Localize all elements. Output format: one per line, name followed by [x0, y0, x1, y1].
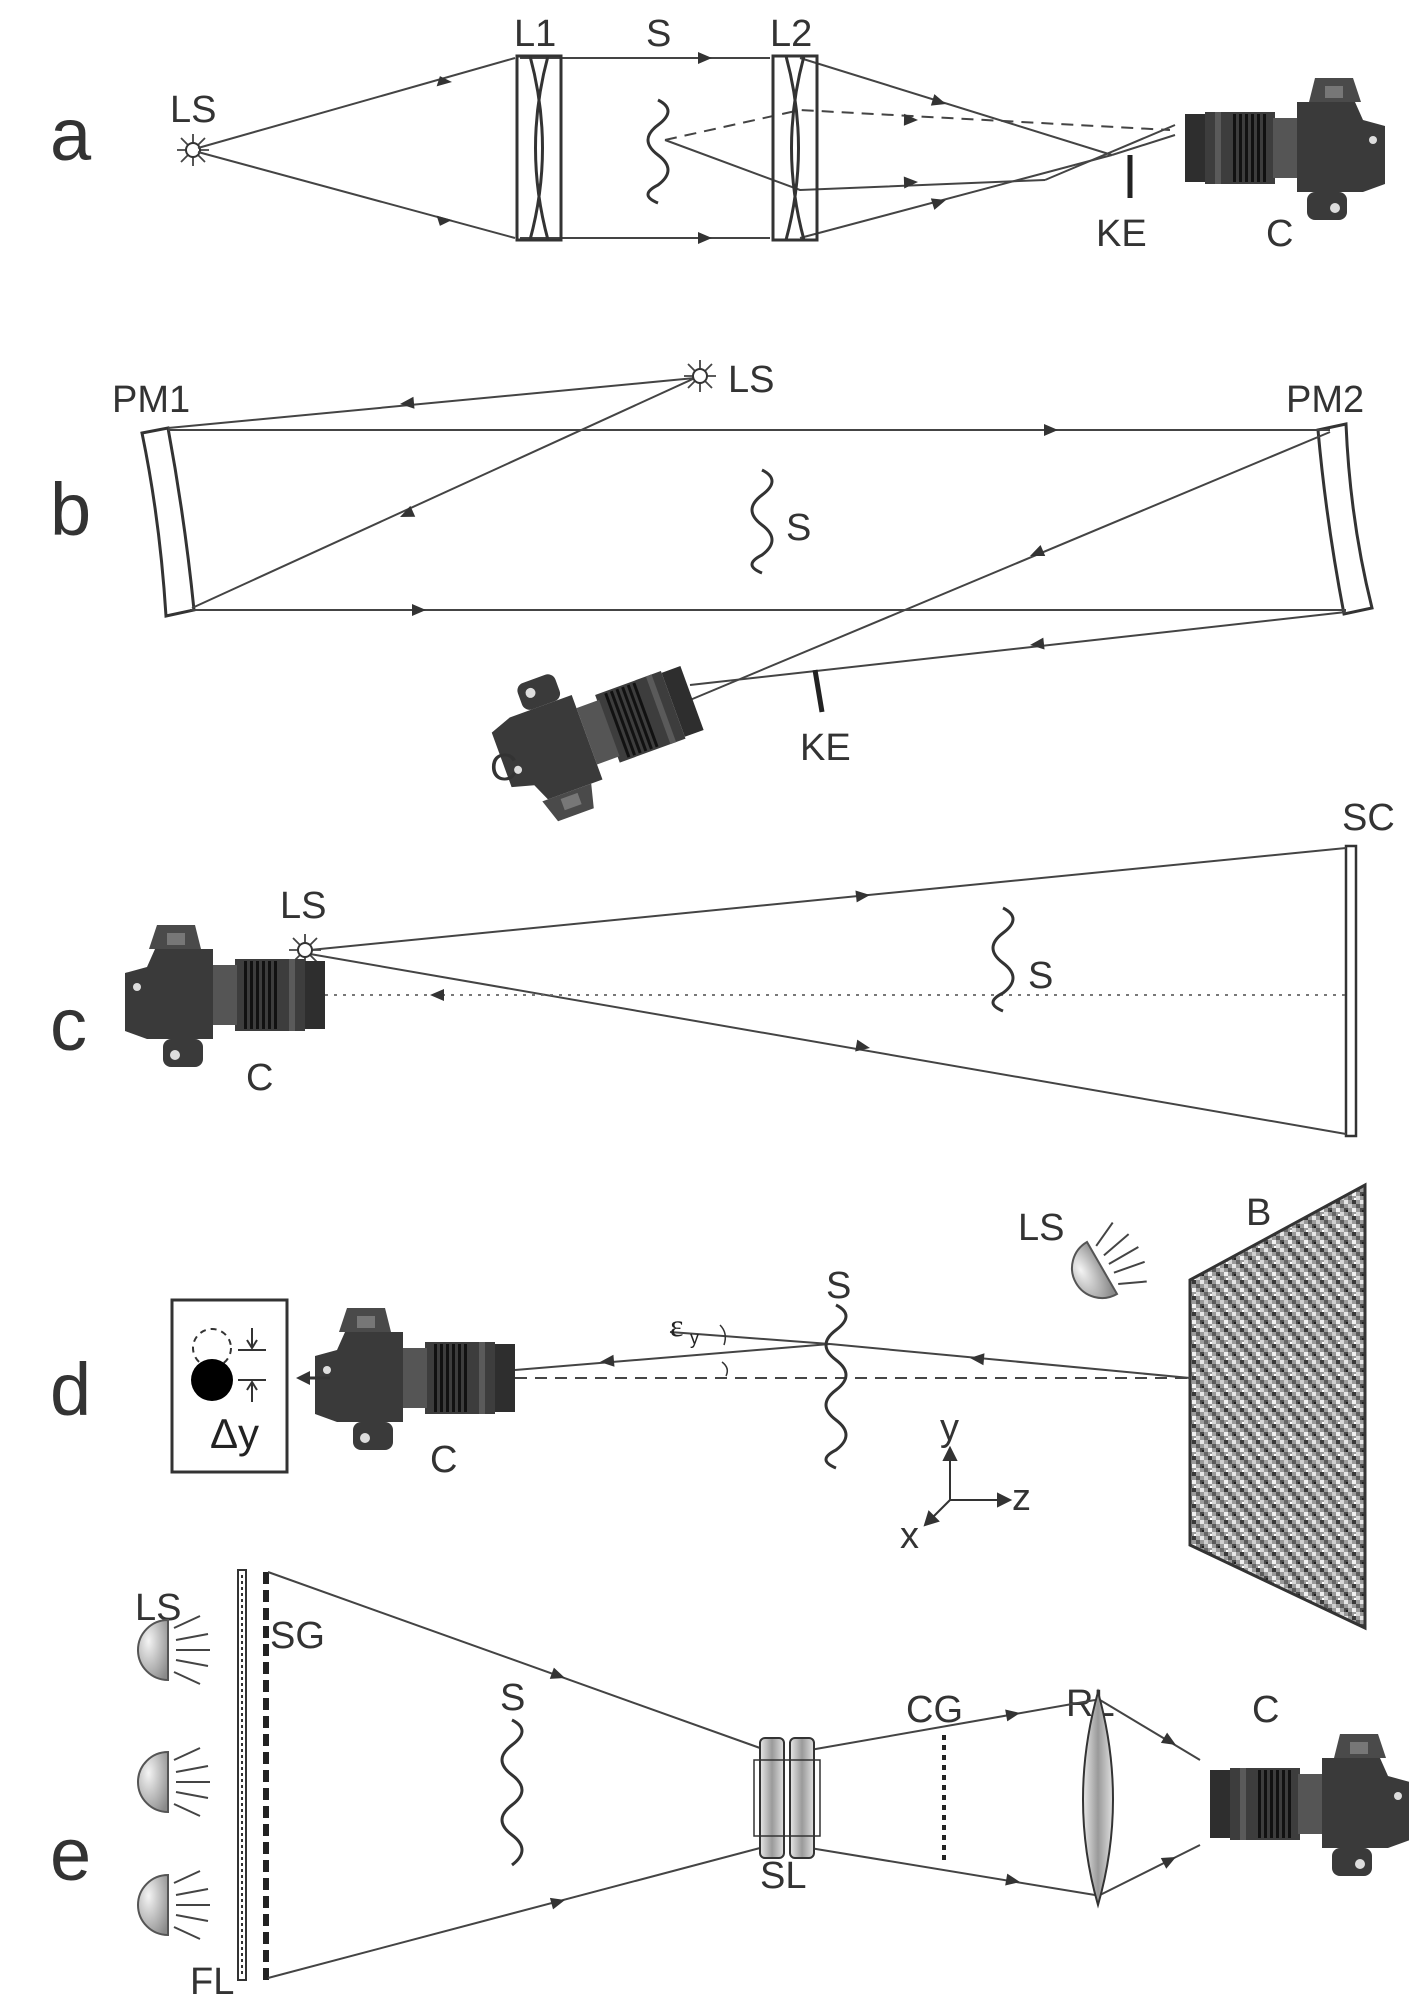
lens-icon — [753, 1737, 821, 1859]
label-l2: L2 — [770, 13, 812, 55]
panel-letter-d: d — [50, 1348, 91, 1431]
label-ke: KE — [1096, 213, 1147, 255]
wave-icon — [750, 468, 774, 575]
label-s: S — [646, 13, 671, 55]
label-epsilon-sub: y — [690, 1328, 699, 1348]
lens-icon — [771, 54, 819, 242]
mirror-pm1 — [140, 426, 196, 618]
label-s: S — [500, 1677, 525, 1719]
label-s: S — [786, 507, 811, 549]
label-epsilon: ε — [670, 1307, 683, 1343]
wave-icon — [991, 906, 1015, 1013]
wave-icon — [646, 98, 670, 205]
panel-e: e LS SG CG RL C SL FL — [50, 1569, 1409, 2003]
label-ls: LS — [1018, 1207, 1064, 1249]
label-sc: SC — [1342, 797, 1395, 839]
label-ls: LS — [728, 359, 774, 401]
lens-icon — [515, 54, 563, 242]
label-ke: KE — [800, 727, 851, 769]
label-l1: L1 — [514, 13, 556, 55]
label-ls: LS — [170, 89, 216, 131]
lens-icon — [1082, 1688, 1114, 1909]
knife-edge — [812, 669, 825, 713]
light-source-icon — [176, 133, 210, 167]
label-c: C — [490, 747, 517, 789]
panel-d: d B LS ε y S C — [50, 1182, 1367, 1631]
wave-icon — [500, 1718, 524, 1867]
label-c: C — [246, 1057, 273, 1099]
mirror-pm2 — [1316, 422, 1374, 616]
label-s: S — [1028, 955, 1053, 997]
screen-sc — [1344, 844, 1358, 1138]
label-sl: SL — [760, 1855, 806, 1897]
panel-b: b PM1 PM2 LS S KE — [50, 359, 1374, 833]
camera-icon — [125, 925, 325, 1067]
label-s: S — [826, 1265, 851, 1307]
label-delta-y: Δy — [210, 1410, 259, 1457]
label-ls: LS — [280, 885, 326, 927]
camera-icon — [1185, 78, 1385, 220]
axis-x-label: x — [900, 1515, 919, 1557]
camera-icon — [315, 1308, 515, 1450]
panel-letter-a: a — [50, 93, 92, 176]
panel-letter-c: c — [50, 983, 87, 1066]
background-pattern — [1188, 1182, 1367, 1631]
camera-icon — [479, 630, 716, 833]
panel-letter-b: b — [50, 468, 91, 551]
label-c: C — [1266, 213, 1293, 255]
lamp-icon — [1058, 1216, 1157, 1314]
label-c: C — [1252, 1689, 1279, 1731]
panel-a: a LS — [50, 13, 1385, 255]
label-sg: SG — [270, 1615, 325, 1657]
lamp-icon — [137, 1747, 211, 1817]
panel-letter-e: e — [50, 1813, 91, 1896]
panel-c: c SC LS S C — [50, 797, 1395, 1138]
camera-icon — [1210, 1734, 1409, 1876]
label-c: C — [430, 1439, 457, 1481]
label-b: B — [1246, 1192, 1271, 1234]
displaced-dot — [191, 1359, 233, 1401]
wave-icon — [824, 1303, 848, 1470]
label-pm1: PM1 — [112, 379, 190, 421]
axis-z-label: z — [1012, 1477, 1031, 1519]
axis-y-label: y — [940, 1407, 959, 1449]
label-pm2: PM2 — [1286, 379, 1364, 421]
lamp-icon — [137, 1870, 211, 1940]
label-fl: FL — [190, 1961, 234, 2003]
axes-icon — [923, 1445, 1013, 1527]
light-source-icon — [683, 359, 717, 393]
